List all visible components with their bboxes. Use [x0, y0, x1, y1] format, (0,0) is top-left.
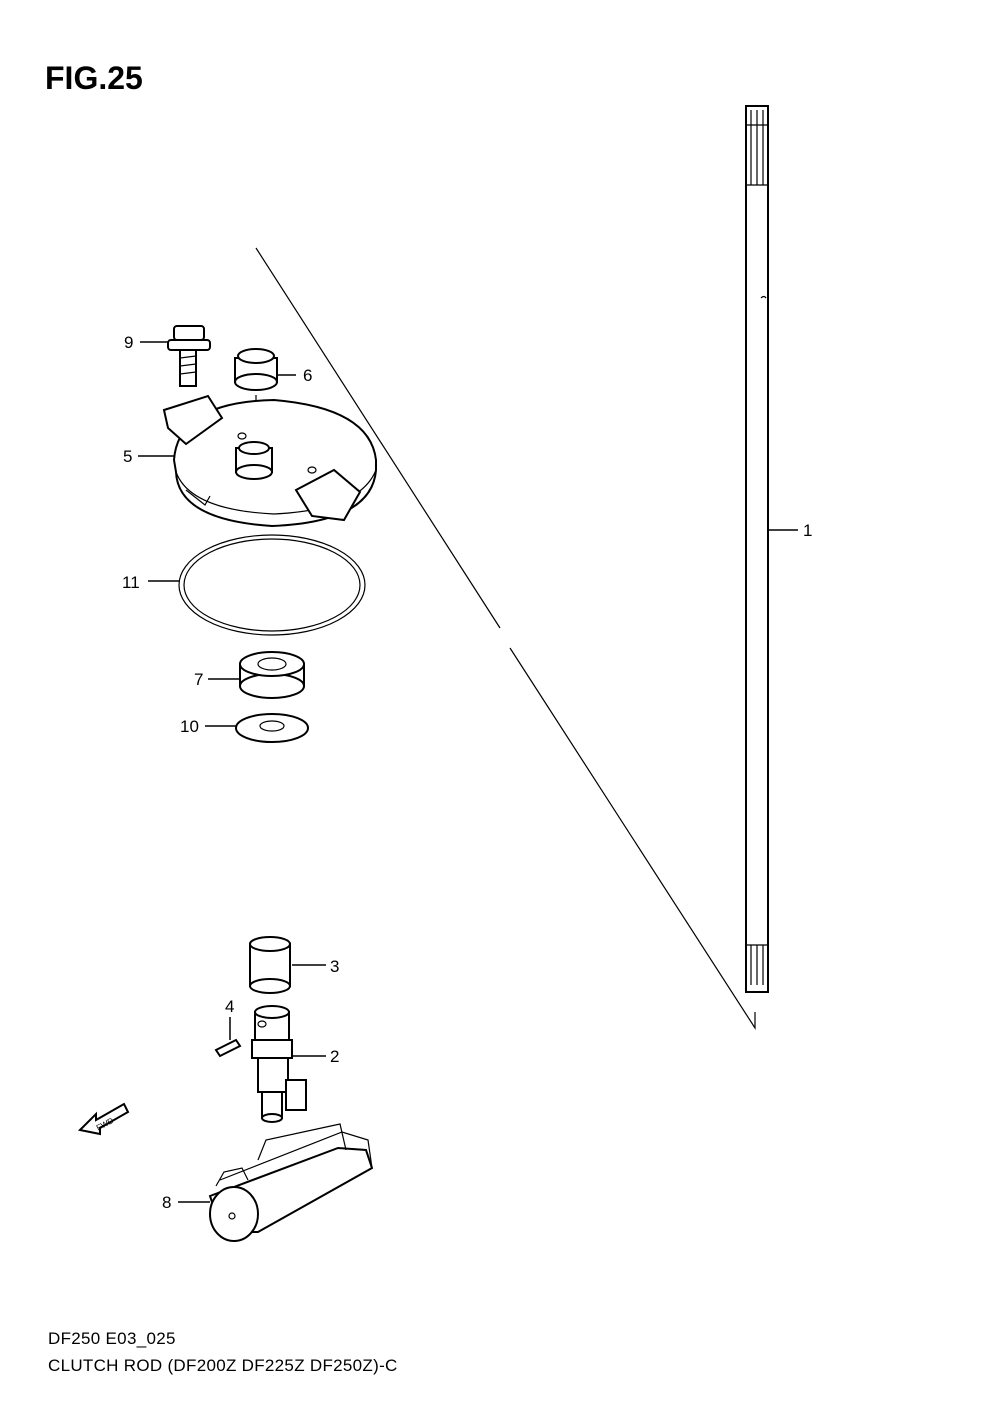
callout-3: 3	[330, 957, 339, 976]
part-10-washer	[205, 713, 309, 743]
part-4-pin	[214, 1017, 242, 1058]
callout-7: 7	[194, 670, 203, 689]
callout-5: 5	[123, 447, 132, 466]
part-2-shift-joint	[251, 1005, 326, 1123]
callout-10: 10	[180, 717, 199, 736]
figure-title: FIG.25	[45, 60, 143, 96]
reference-line	[255, 247, 756, 1031]
fwd-arrow-icon: FWD	[77, 1102, 130, 1136]
figure-code: DF250 E03_025	[48, 1329, 176, 1348]
callout-2: 2	[330, 1047, 339, 1066]
part-8-shift-cam	[178, 1123, 374, 1242]
callout-1: 1	[803, 521, 812, 540]
part-6-cap	[234, 348, 296, 391]
part-11-o-ring	[148, 534, 366, 636]
part-1-clutch-rod	[745, 105, 798, 993]
part-9-bolt	[140, 325, 211, 387]
figure-description: CLUTCH ROD (DF200Z DF225Z DF250Z)-C	[48, 1356, 398, 1375]
callout-8: 8	[162, 1193, 171, 1212]
callout-9: 9	[124, 333, 133, 352]
callout-6: 6	[303, 366, 312, 385]
part-7-bearing	[208, 651, 305, 699]
part-3-sleeve	[249, 936, 326, 994]
part-5-housing	[138, 394, 377, 528]
callout-11: 11	[122, 573, 140, 592]
callout-4: 4	[225, 997, 234, 1016]
